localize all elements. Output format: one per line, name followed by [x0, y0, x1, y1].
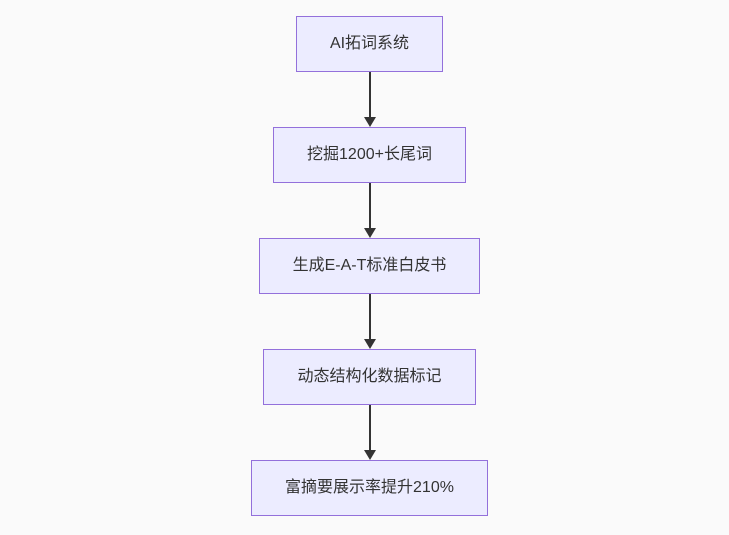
edge-line [368, 183, 371, 228]
arrowhead-icon [363, 117, 376, 127]
flow-node-label: AI拓词系统 [329, 35, 410, 52]
edge-line [368, 294, 371, 339]
flow-node-label: 动态结构化数据标记 [297, 368, 442, 385]
arrowhead-icon [363, 450, 376, 460]
flow-edge-B-C [363, 183, 376, 238]
flowchart: AI拓词系统 挖掘1200+长尾词 生成E-A-T标准白皮书 动态结构化数据标记… [5, 0, 729, 535]
flow-node-D: 动态结构化数据标记 [263, 349, 476, 405]
flow-node-label: 挖掘1200+长尾词 [307, 146, 432, 163]
flow-node-B: 挖掘1200+长尾词 [273, 127, 466, 183]
flow-node-A: AI拓词系统 [295, 16, 444, 72]
arrowhead-icon [363, 228, 376, 238]
edge-line [368, 405, 371, 450]
arrowhead-icon [363, 339, 376, 349]
flow-edge-C-D [363, 294, 376, 349]
flow-edge-D-E [363, 405, 376, 460]
flow-node-E: 富摘要展示率提升210% [251, 460, 488, 516]
flow-edge-A-B [363, 72, 376, 127]
edge-line [368, 72, 371, 117]
flow-node-label: 富摘要展示率提升210% [285, 479, 454, 496]
flow-node-C: 生成E-A-T标准白皮书 [258, 238, 481, 294]
flow-node-label: 生成E-A-T标准白皮书 [292, 257, 447, 274]
